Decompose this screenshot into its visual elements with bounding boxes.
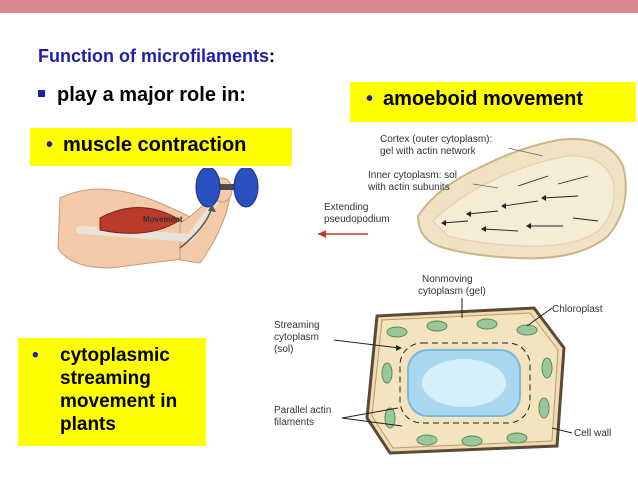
parallel-actin-label-1: Parallel actin [274, 405, 331, 416]
plant-cell-illustration: Nonmoving cytoplasm (gel) Chloroplast St… [274, 274, 611, 455]
streaming-label-3: (sol) [274, 344, 293, 355]
cortex-label-2: gel with actin network [380, 146, 477, 157]
movement-label: Movement [143, 215, 183, 224]
arm-dumbbell-illustration: Movement [57, 168, 259, 269]
main-bullet: play a major role in: [38, 84, 246, 107]
inner-cytoplasm-label-2: with actin subunits [367, 182, 450, 193]
streaming-label-2: cytoplasm [274, 332, 319, 343]
chloroplast-label: Chloroplast [552, 304, 603, 315]
parallel-actin-label-2: filaments [274, 417, 314, 428]
bullet-dot: • [366, 88, 374, 110]
streaming-label-1: Streaming [274, 320, 320, 331]
amoeboid-movement-box: •amoeboid movement [350, 82, 636, 122]
muscle-contraction-box: •muscle contraction [30, 128, 292, 166]
amoeba-illustration: Cortex (outer cytoplasm): gel with actin… [318, 134, 627, 260]
bullet-dot: • [46, 134, 54, 156]
top-accent-bar [0, 0, 638, 13]
pseudopodium-label-2: pseudopodium [324, 214, 390, 225]
pseudopodium-label-1: Extending [324, 202, 368, 213]
cytoplasmic-streaming-box: • cytoplasmic streaming movement in plan… [18, 338, 206, 446]
square-bullet-icon [38, 90, 45, 98]
nonmoving-label-2: cytoplasm (gel) [418, 286, 486, 297]
cell-wall-label: Cell wall [574, 428, 611, 439]
nonmoving-label-1: Nonmoving [422, 274, 473, 285]
slide-title: Function of microfilaments: [38, 46, 276, 66]
bullet-dot: • [32, 345, 39, 366]
cortex-label-1: Cortex (outer cytoplasm): [380, 134, 492, 145]
inner-cytoplasm-label-1: Inner cytoplasm: sol [368, 170, 457, 181]
